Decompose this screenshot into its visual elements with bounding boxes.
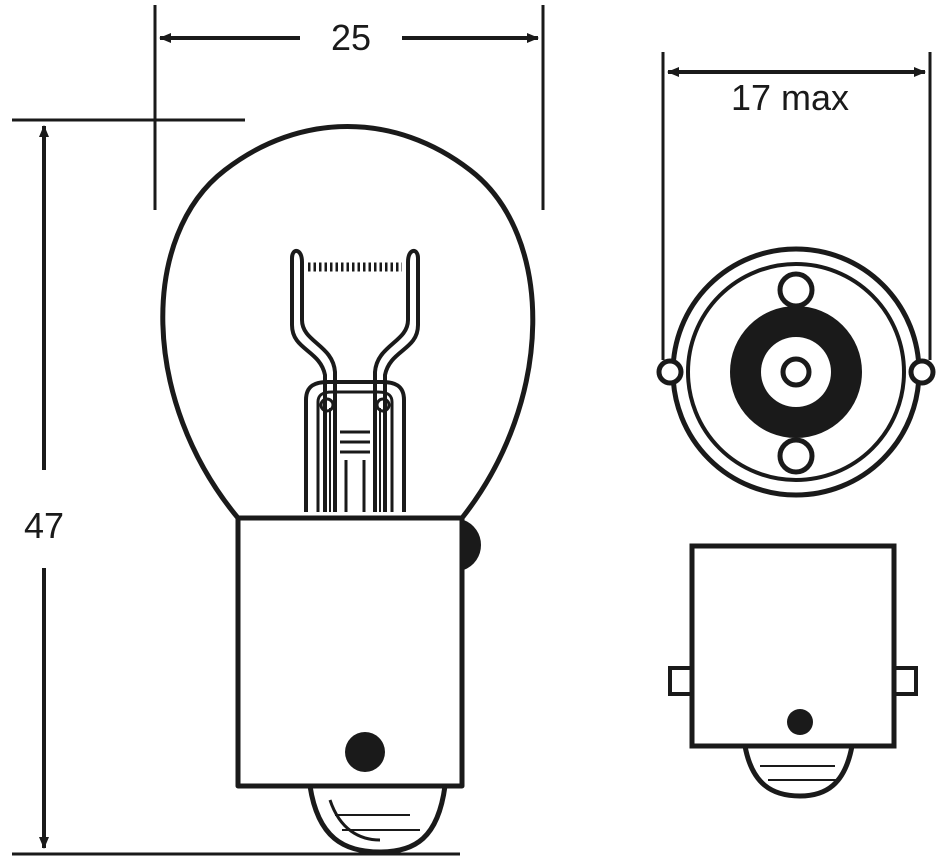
width-label: 25 <box>331 17 371 58</box>
contact-solder-shading <box>328 799 381 842</box>
width-dimension <box>153 5 545 210</box>
support-wire-right-inner <box>373 262 410 512</box>
stem-weld-left <box>319 397 335 413</box>
center-contact <box>780 356 812 388</box>
wire-hook-left <box>290 249 304 263</box>
support-wire-left-inner <box>300 262 337 512</box>
base-end-view <box>656 246 936 498</box>
support-wire-left <box>290 258 327 512</box>
support-wire-right <box>383 258 420 512</box>
glass-stem-inner <box>316 390 394 512</box>
base-diameter-label: 17 max <box>731 77 849 118</box>
base-diameter-dimension <box>661 52 932 360</box>
bayonet-lug-right <box>908 358 936 386</box>
end-pin-top <box>777 271 815 309</box>
glass-stem <box>304 380 406 512</box>
base-side-view <box>668 543 918 799</box>
glass-envelope <box>160 124 536 520</box>
base-side-cap <box>689 543 897 749</box>
bulb-side-view <box>160 124 536 855</box>
base-side-pin <box>787 709 813 735</box>
wire-hook-right <box>406 249 420 263</box>
stem-weld-right <box>375 397 391 413</box>
height-label: 47 <box>24 505 64 546</box>
filament-assembly <box>290 249 420 512</box>
bayonet-pin-side <box>460 519 481 571</box>
end-pin-bottom <box>777 437 815 475</box>
base-inner-ring <box>686 262 906 482</box>
base-side-lug-right <box>892 666 918 696</box>
base-cap <box>235 515 465 789</box>
bayonet-lug-left <box>656 358 684 386</box>
bayonet-pin-front <box>345 732 385 772</box>
base-side-lug-left <box>668 666 694 696</box>
base-side-contact <box>742 745 855 799</box>
contact-foot <box>307 785 448 855</box>
